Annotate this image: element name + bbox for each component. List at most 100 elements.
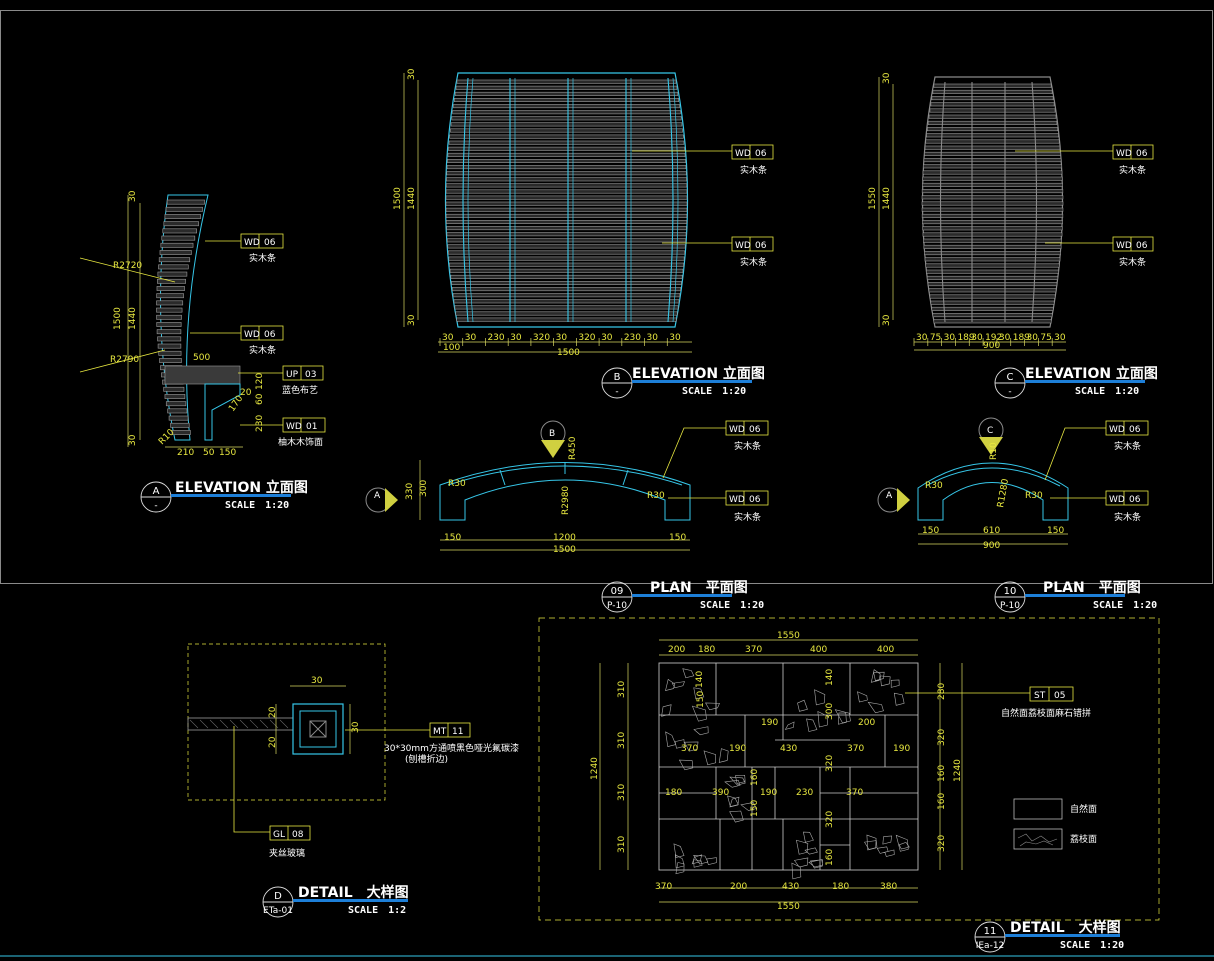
slat — [454, 98, 678, 101]
slat — [448, 245, 685, 248]
slat — [929, 115, 1056, 118]
slat — [159, 258, 190, 262]
dim-d11-left-1: 310 — [617, 732, 627, 749]
slat — [923, 233, 1062, 236]
slat — [449, 141, 684, 144]
tag-b2-desc: 实木条 — [740, 256, 767, 268]
plan-10: C A R10 R1280 R30 R30 150 610 150 900 WD… — [878, 418, 1148, 551]
dim-d11-top-total: 1550 — [777, 631, 800, 641]
dim-d11-left-0: 310 — [617, 681, 627, 698]
tag-a1-code: WD — [244, 238, 260, 248]
slat — [163, 229, 197, 233]
dim-a-radius2: R2790 — [110, 355, 139, 365]
title-sub: - — [615, 387, 618, 397]
slat — [157, 315, 182, 319]
slat — [924, 251, 1060, 254]
dim-b-bottom: 30 — [407, 314, 417, 326]
tag-a1-desc: 实木条 — [249, 252, 276, 264]
slat — [927, 134, 1059, 137]
tag-d1-code: MT — [433, 727, 447, 737]
section-mark-a2-label: A — [886, 491, 893, 501]
slat — [457, 80, 676, 83]
slat — [156, 308, 182, 312]
slat — [447, 233, 686, 236]
slat — [161, 243, 193, 247]
title-name: ELEVATION 立面图 — [1025, 365, 1158, 382]
slat — [923, 177, 1063, 180]
dim-d-20a: 20 — [268, 706, 278, 718]
elevation-a: 1500 1440 30 30 R2720 R2790 500 20 170 2… — [80, 190, 325, 458]
title-sub: ETa-01 — [263, 906, 293, 916]
slat — [166, 207, 203, 211]
tag-c2-desc: 实木条 — [1119, 256, 1146, 268]
slat — [926, 140, 1059, 143]
slat — [455, 92, 678, 95]
slat — [453, 111, 681, 114]
tag-b2-num: 06 — [755, 241, 767, 251]
slat — [162, 236, 195, 240]
title-sub: - — [154, 501, 157, 511]
dim-p10-150b: 150 — [1047, 526, 1064, 536]
slat — [159, 351, 181, 355]
dim-segment: 30 — [1027, 333, 1039, 343]
tag-p9b-code: WD — [729, 495, 745, 505]
dim-segment: 30 — [647, 333, 659, 343]
dim-segment: 30 — [510, 333, 522, 343]
title-scale: SCALE 1:20 — [1060, 940, 1124, 951]
tag-a1-num: 06 — [264, 238, 276, 248]
plan-10-outline — [918, 463, 1068, 520]
dim-segment: 30 — [916, 333, 928, 343]
slat — [449, 257, 684, 260]
tag-d2-code: GL — [273, 830, 285, 840]
slat — [451, 123, 682, 126]
dim-d11-bot-4: 380 — [880, 882, 897, 892]
slat — [158, 265, 188, 269]
slat — [925, 146, 1060, 149]
elevation-c: 1550 1440 30 30 307530189301923018930753… — [868, 72, 1153, 351]
dim-in-190b: 190 — [729, 744, 746, 754]
slat — [165, 214, 201, 218]
title-name: ELEVATION 立面图 — [632, 365, 765, 382]
frame-post — [668, 78, 673, 322]
dim-d-30h: 30 — [351, 721, 361, 733]
dim-d11-right-2: 160 — [937, 765, 947, 782]
section-mark-b-label: B — [549, 429, 555, 439]
dim-a-60: 60 — [255, 393, 265, 405]
dim-segment: 320 — [533, 333, 550, 343]
elev-b-slats — [446, 78, 687, 322]
section-arrow-b — [541, 440, 565, 458]
title-id: A — [153, 486, 160, 497]
detail-11: 1550 200 180 370 400 400 370 200 430 180… — [539, 618, 1159, 920]
slat — [449, 263, 683, 266]
tag-p10b-num: 06 — [1129, 495, 1141, 505]
slat — [922, 214, 1063, 217]
stone-texture — [785, 690, 850, 732]
slat — [448, 251, 684, 254]
dim-in-160a: 160 — [750, 769, 760, 786]
dim-segment: 230 — [624, 333, 641, 343]
dim-d11-top-0: 200 — [668, 645, 685, 655]
slat — [447, 226, 687, 229]
tag-d1-desc: 30*30mm方通喷黑色哑光氟碳漆 — [384, 742, 519, 754]
slat — [453, 104, 679, 107]
slat — [455, 306, 678, 309]
tag-p9a-code: WD — [729, 425, 745, 435]
dim-segment: 30 — [669, 333, 681, 343]
dim-segment: 30 — [971, 333, 983, 343]
title-id: 10 — [1004, 586, 1017, 597]
dim-b-segments: 30302303032030320302303030 — [440, 333, 681, 346]
slat — [927, 276, 1057, 279]
tag-b1-code: WD — [735, 149, 751, 159]
dim-a-radius1: R2720 — [113, 261, 142, 271]
slat — [447, 239, 685, 242]
elev-c-slats — [922, 82, 1063, 323]
dim-a-210: 210 — [177, 448, 194, 458]
title-id: D — [274, 891, 282, 902]
tag-c2-code: WD — [1116, 241, 1132, 251]
dim-p9-300: 300 — [419, 480, 429, 497]
tag-d11-desc: 自然面荔枝面麻石错拼 — [1001, 707, 1091, 719]
slat — [446, 220, 686, 223]
slat — [922, 183, 1062, 186]
slat — [167, 200, 204, 204]
dim-in-370a: 370 — [681, 744, 698, 754]
